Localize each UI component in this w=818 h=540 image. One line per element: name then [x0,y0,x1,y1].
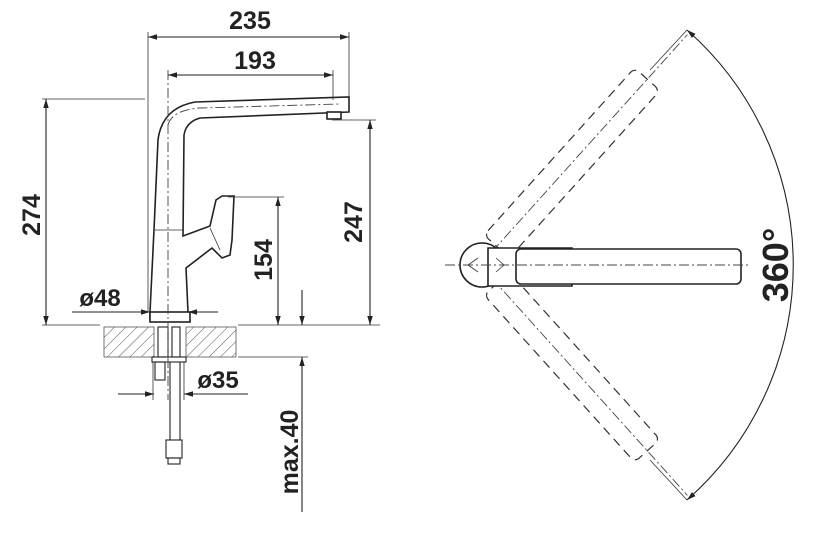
top-view: 360° [445,29,796,501]
dimension-label-235: 235 [229,7,271,35]
spout-top [445,242,750,288]
dimension-d48: ø48 [72,285,218,315]
dimension-247: 247 [332,119,376,325]
dimension-d35: ø35 [118,362,248,400]
spout-ghost-upper [479,34,688,266]
dimension-label-193: 193 [234,47,276,75]
swivel-angle-label: 360° [755,228,796,302]
dimension-max-40: max.40 [276,290,305,512]
dimension-label-154: 154 [250,239,278,281]
dimension-label-247: 247 [340,201,368,243]
dimension-label-d48: ø48 [79,285,120,312]
swivel-arc: 360° [649,29,796,501]
dimension-274: 274 [18,98,145,325]
faucet-body [149,70,350,465]
dimension-label-max-40: max.40 [276,410,304,495]
side-view: 235 193 274 247 154 max.4 [18,7,380,512]
countertop [42,324,380,358]
dimension-154: 154 [228,196,284,325]
dimension-235: 235 [147,7,350,312]
dimension-label-274: 274 [18,194,46,236]
dimension-193: 193 [168,47,334,100]
spout-ghost-lower [479,264,688,496]
dimension-label-d35: ø35 [197,367,238,394]
